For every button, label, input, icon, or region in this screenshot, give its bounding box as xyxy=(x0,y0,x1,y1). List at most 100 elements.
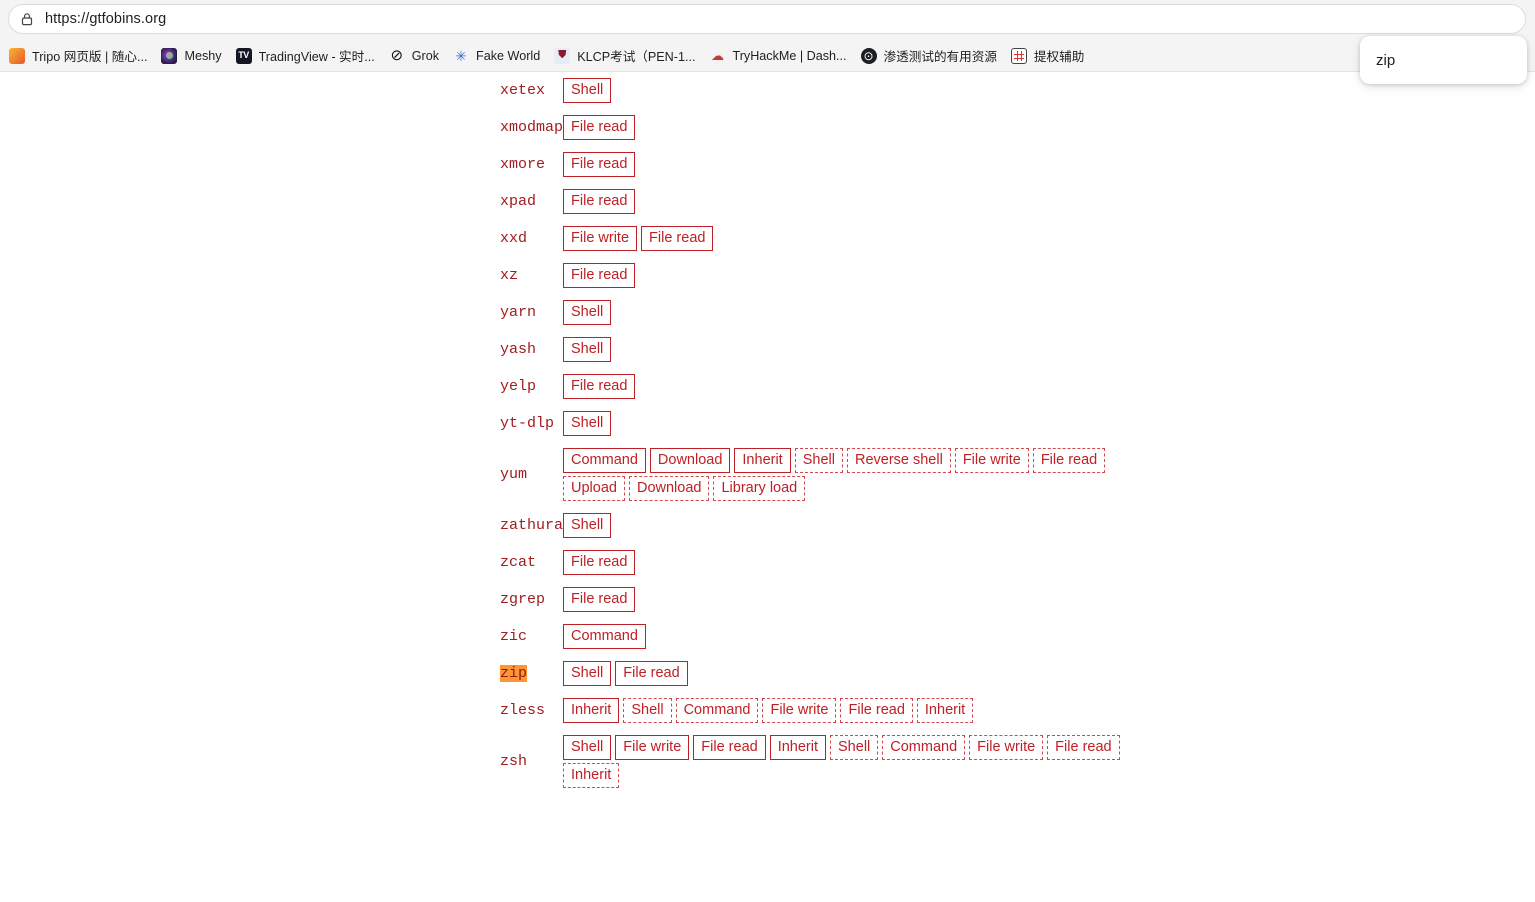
bookmark-item[interactable]: Tripo 网页版 | 随心... xyxy=(2,43,154,69)
function-tag-solid[interactable]: File write xyxy=(563,226,638,251)
function-tag-dashed[interactable]: Inherit xyxy=(563,763,620,788)
function-tag-solid[interactable]: Shell xyxy=(563,411,612,436)
tag-list: File read xyxy=(563,115,1138,140)
function-tags-cell: Shell xyxy=(563,294,1535,331)
command-link[interactable]: xpad xyxy=(500,193,537,210)
function-tag-solid[interactable]: Shell xyxy=(563,78,612,103)
find-input[interactable] xyxy=(1376,51,1535,69)
function-tag-solid[interactable]: Shell xyxy=(563,337,612,362)
command-link[interactable]: xxd xyxy=(500,230,528,247)
function-tag-solid[interactable]: File read xyxy=(693,735,766,760)
command-link[interactable]: yum xyxy=(500,466,528,483)
function-tag-solid[interactable]: File read xyxy=(563,374,636,399)
function-tag-dashed[interactable]: File read xyxy=(1047,735,1120,760)
tag-list: File read xyxy=(563,374,1138,399)
find-in-page-bar[interactable]: 4/4 xyxy=(1360,36,1535,84)
table-row: yash Shell xyxy=(0,331,1535,368)
bookmark-item[interactable]: ☁TryHackMe | Dash... xyxy=(702,43,853,69)
function-tag-dashed[interactable]: Library load xyxy=(713,476,806,501)
tag-list: Shell xyxy=(563,300,1138,325)
lock-icon[interactable] xyxy=(19,11,35,27)
function-tag-solid[interactable]: Command xyxy=(563,624,646,649)
command-link[interactable]: yash xyxy=(500,341,537,358)
function-tag-dashed[interactable]: File write xyxy=(954,448,1029,473)
browser-chrome: https://gtfobins.org Tripo 网页版 | 随心... Me… xyxy=(0,0,1535,72)
function-tag-solid[interactable]: File read xyxy=(615,661,688,686)
tag-list: File read xyxy=(563,550,1138,575)
command-cell: zgrep xyxy=(0,581,563,618)
tag-list: File read xyxy=(563,152,1138,177)
command-link[interactable]: zcat xyxy=(500,554,537,571)
command-link[interactable]: yt-dlp xyxy=(500,415,555,432)
function-tags-cell: File read xyxy=(563,109,1535,146)
function-tag-dashed[interactable]: Shell xyxy=(623,698,672,723)
command-link[interactable]: xmodmap xyxy=(500,119,564,136)
function-tag-dashed[interactable]: File read xyxy=(1032,448,1106,473)
command-cell: xmodmap xyxy=(0,109,563,146)
function-tags-cell: File read xyxy=(563,544,1535,581)
command-link[interactable]: zip xyxy=(500,665,528,682)
function-tags-cell: File read xyxy=(563,257,1535,294)
command-link[interactable]: yarn xyxy=(500,304,537,321)
function-tag-solid[interactable]: File read xyxy=(563,152,636,177)
address-bar[interactable]: https://gtfobins.org xyxy=(8,4,1526,34)
tag-list: Shell xyxy=(563,411,1138,436)
command-link[interactable]: zless xyxy=(500,702,546,719)
function-tag-dashed[interactable]: Shell xyxy=(830,735,879,760)
command-link[interactable]: xetex xyxy=(500,82,546,99)
function-tag-solid[interactable]: Shell xyxy=(563,513,612,538)
command-link[interactable]: xmore xyxy=(500,156,546,173)
command-link[interactable]: zgrep xyxy=(500,591,546,608)
bookmark-label: TryHackMe | Dash... xyxy=(732,48,847,63)
function-tag-dashed[interactable]: File write xyxy=(969,735,1044,760)
bookmark-item[interactable]: ⊙渗透测试的有用资源 xyxy=(854,43,1004,69)
function-tag-dashed[interactable]: File write xyxy=(762,698,837,723)
bookmark-label: Tripo 网页版 | 随心... xyxy=(32,50,148,64)
function-tag-solid[interactable]: Shell xyxy=(563,300,612,325)
function-tag-solid[interactable]: File write xyxy=(615,735,690,760)
command-link[interactable]: zathura xyxy=(500,517,564,534)
function-tag-solid[interactable]: Shell xyxy=(563,735,612,760)
function-tag-dashed[interactable]: Command xyxy=(675,698,759,723)
function-tag-solid[interactable]: Inherit xyxy=(734,448,791,473)
function-tag-dashed[interactable]: Download xyxy=(628,476,710,501)
command-link[interactable]: xz xyxy=(500,267,519,284)
command-link[interactable]: zsh xyxy=(500,753,528,770)
function-tag-solid[interactable]: Download xyxy=(649,448,731,473)
function-tag-solid[interactable]: Inherit xyxy=(769,735,827,760)
function-tag-dashed[interactable]: Command xyxy=(882,735,966,760)
command-link[interactable]: yelp xyxy=(500,378,537,395)
tag-list: Command xyxy=(563,624,1138,649)
function-tag-dashed[interactable]: File read xyxy=(840,698,913,723)
table-row: yarn Shell xyxy=(0,294,1535,331)
function-tag-solid[interactable]: File read xyxy=(641,226,714,251)
bookmark-item[interactable]: ⛊KLCP考试（PEN-1... xyxy=(547,43,702,69)
command-link[interactable]: zic xyxy=(500,628,528,645)
function-tag-solid[interactable]: File read xyxy=(563,587,636,612)
bookmark-item[interactable]: ✳Fake World xyxy=(446,43,547,69)
function-tag-solid[interactable]: Inherit xyxy=(563,698,620,723)
function-tag-dashed[interactable]: Reverse shell xyxy=(846,448,951,473)
command-cell: zathura xyxy=(0,507,563,544)
function-tag-solid[interactable]: Command xyxy=(563,448,646,473)
function-tag-dashed[interactable]: Shell xyxy=(794,448,843,473)
function-tag-solid[interactable]: File read xyxy=(563,189,636,214)
bookmark-item[interactable]: Meshy xyxy=(154,43,228,69)
bookmark-label: Grok xyxy=(411,48,440,63)
function-tag-dashed[interactable]: Inherit xyxy=(916,698,974,723)
bookmark-item[interactable]: 提权辅助 xyxy=(1004,43,1091,69)
function-tags-cell: File read xyxy=(563,368,1535,405)
bookmark-item[interactable]: ⊘Grok xyxy=(382,43,446,69)
function-tag-solid[interactable]: Shell xyxy=(563,661,612,686)
function-tag-solid[interactable]: File read xyxy=(563,115,636,140)
function-tag-solid[interactable]: File read xyxy=(563,263,636,288)
function-tag-dashed[interactable]: Upload xyxy=(563,476,625,501)
function-tag-solid[interactable]: File read xyxy=(563,550,636,575)
